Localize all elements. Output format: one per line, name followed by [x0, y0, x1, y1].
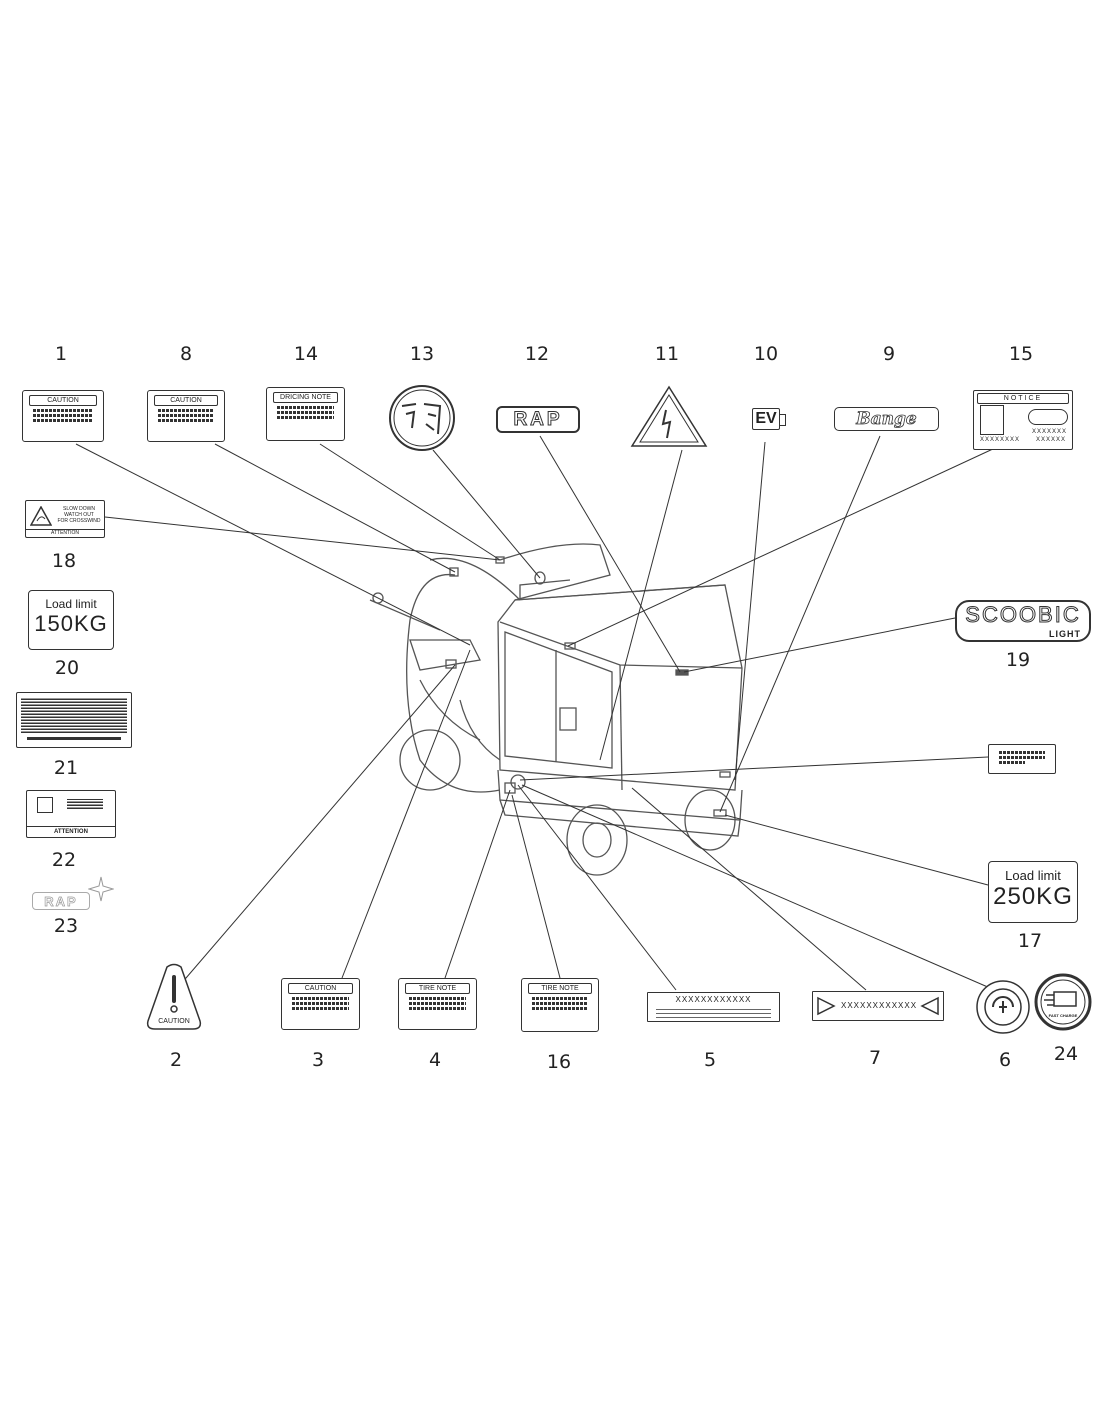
sparkle-icon: [88, 876, 114, 902]
rap-text: RAP: [513, 409, 563, 431]
notice-header: NOTICE: [977, 393, 1069, 404]
load-limit-label-20: Load limit 150KG: [28, 590, 114, 650]
charge-port-label-6: [976, 980, 1030, 1034]
nameplate-label-5: XXXXXXXXXXXX: [647, 992, 780, 1022]
part-number-16: 16: [546, 1051, 572, 1073]
caution-header: CAUTION: [154, 395, 218, 406]
ev-text: EV: [755, 410, 777, 427]
notice-label-15: NOTICE XXXXXXXX XXXXXXX XXXXXX: [973, 390, 1073, 450]
part-number-1: 1: [54, 343, 68, 365]
part-number-15: 15: [1008, 343, 1034, 365]
arrow-strip-code: XXXXXXXXXXXX: [841, 1001, 918, 1010]
tire-note-label-16: TIRE NOTE: [521, 978, 599, 1032]
charging-door-icon: [980, 405, 1004, 435]
right-arrow-icon: [817, 996, 836, 1016]
scoobic-text: SCOOBIC: [965, 602, 1081, 628]
notice-code-2: XXXXXXX: [1032, 429, 1068, 435]
caution-tag-text: CAUTION: [158, 1018, 190, 1025]
light-text: LIGHT: [1049, 629, 1081, 639]
part-number-13: 13: [409, 343, 435, 365]
pricing-note-label-14: DRICING NOTE: [266, 387, 345, 441]
bange-text: Bange: [856, 409, 917, 430]
tire-note-label-4: TIRE NOTE: [398, 978, 477, 1030]
caution-label-3: CAUTION: [281, 978, 360, 1030]
part-number-23: 23: [53, 915, 79, 937]
part-number-14: 14: [293, 343, 319, 365]
load-limit-title: Load limit: [45, 597, 97, 611]
tire-note-header: TIRE NOTE: [405, 983, 470, 994]
charge-plug-icon: [1028, 409, 1068, 425]
load-limit-value: 150KG: [34, 611, 108, 636]
caution-label-8: CAUTION: [147, 390, 225, 442]
part-number-21: 21: [53, 757, 79, 779]
charger-icon: [37, 797, 53, 813]
part-number-17: 17: [1017, 930, 1043, 952]
rap-logo-label-12: RAP: [496, 406, 580, 433]
part-number-9: 9: [882, 343, 896, 365]
high-voltage-warning-11: [630, 385, 708, 447]
notice-code-3: XXXXXX: [1036, 437, 1067, 443]
bange-logo-label-9: Bange: [834, 407, 939, 431]
vehicle-drawing: [369, 543, 743, 876]
serial-number: XXXXXXXXXXXX: [675, 995, 752, 1004]
part-number-4: 4: [428, 1049, 442, 1071]
tire-note-header: TIRE NOTE: [528, 983, 592, 994]
fast-charge-text: FAST CHARGE: [1048, 1013, 1078, 1018]
battery-tip-icon: [780, 414, 786, 426]
part-number-5: 5: [703, 1049, 717, 1071]
part-number-20: 20: [54, 657, 80, 679]
watch-out-text: WATCH OUT: [64, 512, 94, 518]
emblem-sticker-13: [389, 385, 455, 451]
left-arrow-icon: [920, 996, 939, 1016]
fast-charge-label-24: [1034, 973, 1092, 1031]
pricing-note-header: DRICING NOTE: [273, 392, 338, 403]
info-label-unnumbered: [988, 744, 1056, 774]
part-number-24: 24: [1053, 1043, 1079, 1065]
leader-lines: [75, 435, 996, 991]
part-number-8: 8: [179, 343, 193, 365]
attention-label-22: ATTENTION: [26, 790, 116, 838]
caution-header: CAUTION: [288, 983, 353, 994]
lightning-icon: [661, 409, 672, 439]
attention-footer: ATTENTION: [27, 826, 115, 837]
rap-small-text: RAP: [44, 894, 78, 910]
load-limit-value: 250KG: [993, 883, 1073, 910]
part-number-7: 7: [868, 1047, 882, 1069]
rap-logo-small-23: RAP: [32, 892, 90, 910]
slow-down-text: SLOW DOWN: [63, 506, 95, 512]
part-number-2: 2: [169, 1049, 183, 1071]
part-number-18: 18: [51, 550, 77, 572]
arrow-strip-label-7: XXXXXXXXXXXX: [812, 991, 944, 1021]
wind-warning-icon: [30, 506, 52, 526]
caution-header: CAUTION: [29, 395, 97, 406]
load-limit-title: Load limit: [1005, 868, 1061, 883]
part-number-12: 12: [524, 343, 550, 365]
crosswind-warning-label-18: SLOW DOWN WATCH OUT FOR CROSSWIND ATTENT…: [25, 500, 105, 538]
part-number-22: 22: [51, 849, 77, 871]
caution-label-1: CAUTION: [22, 390, 104, 442]
part-number-19: 19: [1005, 649, 1031, 671]
plug-icon: [992, 996, 1014, 1013]
ev-badge-label-10: EV: [752, 408, 780, 430]
battery-icon: [1053, 991, 1077, 1007]
part-number-11: 11: [654, 343, 680, 365]
notice-code-1: XXXXXXXX: [980, 437, 1021, 443]
part-number-3: 3: [311, 1049, 325, 1071]
scoobic-logo-label-19: SCOOBIC LIGHT: [955, 600, 1091, 642]
part-number-6: 6: [998, 1049, 1012, 1071]
crosswind-text: FOR CROSSWIND: [57, 518, 101, 524]
load-limit-label-17: Load limit 250KG: [988, 861, 1078, 923]
part-number-10: 10: [753, 343, 779, 365]
dense-text-label-21: [16, 692, 132, 748]
caution-tag-label-2: [146, 963, 202, 1030]
attention-footer: ATTENTION: [26, 529, 104, 537]
